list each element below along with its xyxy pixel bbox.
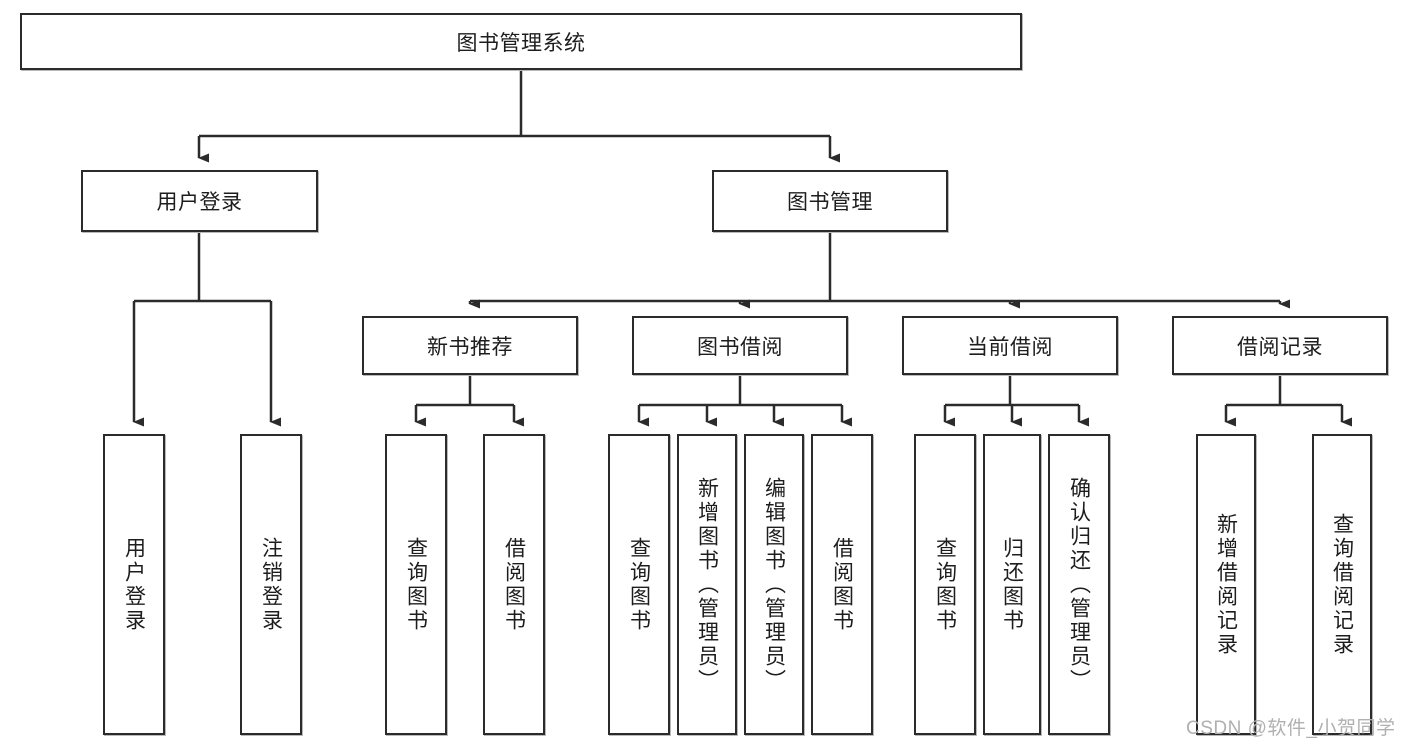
node-leaf-edit-book-admin[interactable]: 编辑图书（管理员） [744, 434, 804, 735]
node-leaf-query-book-current[interactable]: 查询图书 [914, 434, 976, 735]
node-leaf-logout[interactable]: 注销登录 [240, 434, 302, 735]
node-leaf-query-book-borrow-label: 查询图书 [627, 536, 651, 633]
node-leaf-return-book[interactable]: 归还图书 [983, 434, 1041, 735]
watermark: CSDN @软件_小贺同学 [1186, 718, 1396, 739]
node-leaf-borrow-book[interactable]: 借阅图书 [811, 434, 873, 735]
node-level2-current-borrow-label: 当前借阅 [967, 335, 1053, 359]
node-leaf-confirm-return-admin[interactable]: 确认归还（管理员） [1048, 434, 1110, 735]
node-level2-current-borrow[interactable]: 当前借阅 [902, 316, 1118, 375]
node-leaf-user-login-label: 用户登录 [122, 536, 146, 633]
node-level2-book-borrow-label: 图书借阅 [697, 335, 783, 359]
node-level2-borrow-record-label: 借阅记录 [1237, 335, 1323, 359]
node-level2-new-book-recommend[interactable]: 新书推荐 [362, 316, 578, 375]
node-leaf-query-borrow-record[interactable]: 查询借阅记录 [1312, 434, 1372, 735]
node-leaf-return-book-label: 归还图书 [1000, 536, 1024, 633]
node-leaf-edit-book-admin-label: 编辑图书（管理员） [762, 476, 786, 693]
node-level2-book-borrow[interactable]: 图书借阅 [632, 316, 848, 375]
node-leaf-confirm-return-admin-label: 确认归还（管理员） [1067, 476, 1091, 693]
node-leaf-query-book-recommend-label: 查询图书 [404, 536, 428, 633]
node-level2-borrow-record[interactable]: 借阅记录 [1172, 316, 1388, 375]
node-leaf-user-login[interactable]: 用户登录 [103, 434, 165, 735]
node-root[interactable]: 图书管理系统 [20, 13, 1022, 70]
node-leaf-query-book-borrow[interactable]: 查询图书 [608, 434, 670, 735]
node-leaf-logout-label: 注销登录 [259, 536, 283, 633]
node-leaf-borrow-book-label: 借阅图书 [830, 536, 854, 633]
node-leaf-add-book-admin[interactable]: 新增图书（管理员） [677, 434, 737, 735]
node-leaf-query-borrow-record-label: 查询借阅记录 [1330, 512, 1354, 657]
node-level1-user-login-label: 用户登录 [156, 191, 243, 214]
node-level2-new-book-recommend-label: 新书推荐 [427, 335, 513, 359]
node-level1-book-management-label: 图书管理 [787, 191, 873, 214]
node-leaf-query-book-recommend[interactable]: 查询图书 [385, 434, 447, 735]
node-root-label: 图书管理系统 [456, 31, 586, 55]
node-leaf-add-borrow-record[interactable]: 新增借阅记录 [1196, 434, 1256, 735]
node-leaf-borrow-book-recommend-label: 借阅图书 [502, 536, 526, 633]
node-leaf-add-borrow-record-label: 新增借阅记录 [1214, 512, 1238, 657]
node-leaf-query-book-current-label: 查询图书 [933, 536, 957, 633]
node-level1-user-login[interactable]: 用户登录 [81, 170, 318, 232]
node-leaf-borrow-book-recommend[interactable]: 借阅图书 [483, 434, 545, 735]
node-leaf-add-book-admin-label: 新增图书（管理员） [695, 476, 719, 693]
node-level1-book-management[interactable]: 图书管理 [712, 170, 948, 232]
